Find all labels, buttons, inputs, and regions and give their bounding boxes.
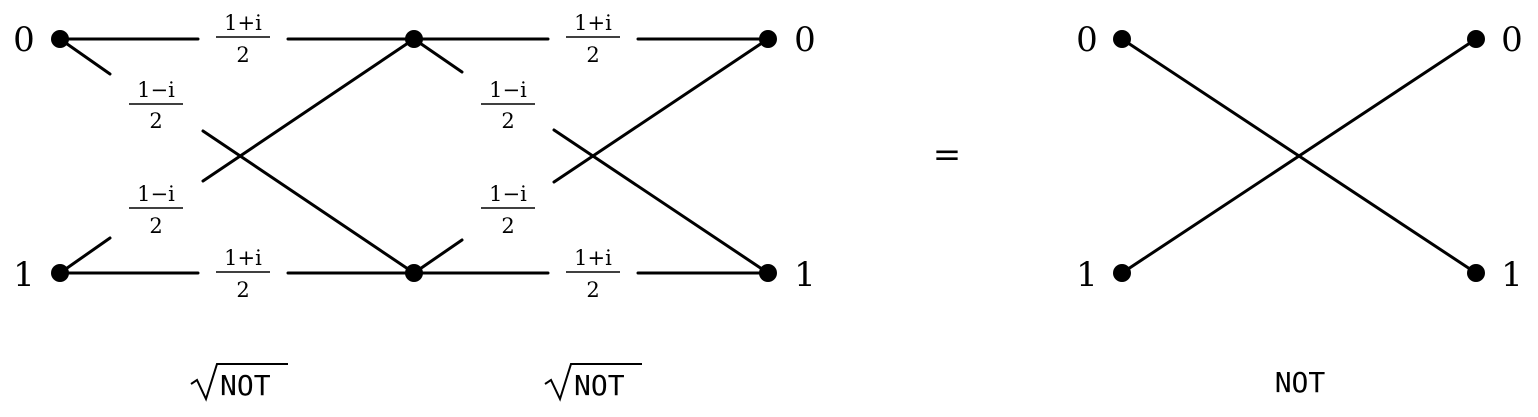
node-1-mid [405, 264, 423, 282]
fraction-numerator: 1+i [224, 11, 262, 35]
sqrt-not-network [58, 37, 770, 275]
state-label-0-in: 0 [13, 20, 35, 60]
fraction-numerator: 1+i [574, 11, 612, 35]
fraction-denominator: 2 [586, 278, 599, 302]
edge-10-stage2 [412, 238, 464, 275]
amplitude-minus-upper-2: 1−i 2 [481, 78, 535, 133]
state-label-0-out: 0 [794, 20, 816, 60]
nodes-left [51, 30, 777, 282]
edge-10-stage2 [552, 37, 770, 184]
not-network [1120, 37, 1478, 275]
gate-name: NOT [220, 369, 271, 402]
edge-01-stage2 [412, 37, 464, 74]
edge-01-stage1 [201, 129, 416, 275]
amplitude-plus-bottom-1: 1+i 2 [216, 246, 270, 302]
amplitude-minus-lower-2: 1−i 2 [481, 182, 535, 238]
fraction-denominator: 2 [236, 43, 249, 67]
node-0-not-out [1467, 30, 1485, 48]
node-1-in [51, 264, 69, 282]
fraction-denominator: 2 [149, 214, 162, 238]
fraction-denominator: 2 [501, 214, 514, 238]
state-label-1-in: 1 [13, 255, 35, 295]
edge-01-stage2 [552, 128, 770, 275]
node-1-out [759, 264, 777, 282]
sqrt-symbol [190, 363, 288, 402]
fraction-numerator: 1−i [137, 78, 175, 102]
equals-sign: = [933, 135, 962, 175]
gate-label-sqrt-not-1: NOT [190, 363, 288, 402]
edge-10-stage1 [58, 236, 112, 275]
sqrt-symbol [544, 363, 642, 402]
node-1-not-in [1113, 264, 1131, 282]
fraction-numerator: 1−i [489, 78, 527, 102]
edge-10-stage1 [201, 37, 416, 183]
amplitude-plus-top-1: 1+i 2 [216, 11, 270, 67]
gate-label-sqrt-not-2: NOT [544, 363, 642, 402]
amplitude-minus-lower-1: 1−i 2 [129, 182, 183, 238]
node-0-out [759, 30, 777, 48]
fraction-numerator: 1+i [224, 246, 262, 270]
node-0-mid [405, 30, 423, 48]
state-label-0-not-out: 0 [1501, 20, 1523, 60]
edge-01-stage1 [58, 37, 112, 76]
edge-10-not [1120, 37, 1478, 275]
amplitude-plus-top-2: 1+i 2 [566, 11, 620, 67]
fraction-numerator: 1−i [489, 182, 527, 206]
state-label-1-not-in: 1 [1076, 255, 1098, 295]
gate-label-not: NOT [1275, 366, 1326, 399]
fraction-numerator: 1+i [574, 246, 612, 270]
fraction-denominator: 2 [501, 109, 514, 133]
amplitude-plus-bottom-2: 1+i 2 [566, 246, 620, 302]
node-0-not-in [1113, 30, 1131, 48]
state-label-1-not-out: 1 [1501, 255, 1523, 295]
fraction-numerator: 1−i [137, 182, 175, 206]
amplitude-minus-upper-1: 1−i 2 [129, 78, 183, 133]
fraction-denominator: 2 [586, 43, 599, 67]
state-label-1-out: 1 [794, 255, 816, 295]
fraction-denominator: 2 [236, 278, 249, 302]
nodes-right [1113, 30, 1485, 282]
node-0-in [51, 30, 69, 48]
gate-name: NOT [574, 369, 625, 402]
state-label-0-not-in: 0 [1076, 20, 1098, 60]
fraction-denominator: 2 [149, 109, 162, 133]
node-1-not-out [1467, 264, 1485, 282]
